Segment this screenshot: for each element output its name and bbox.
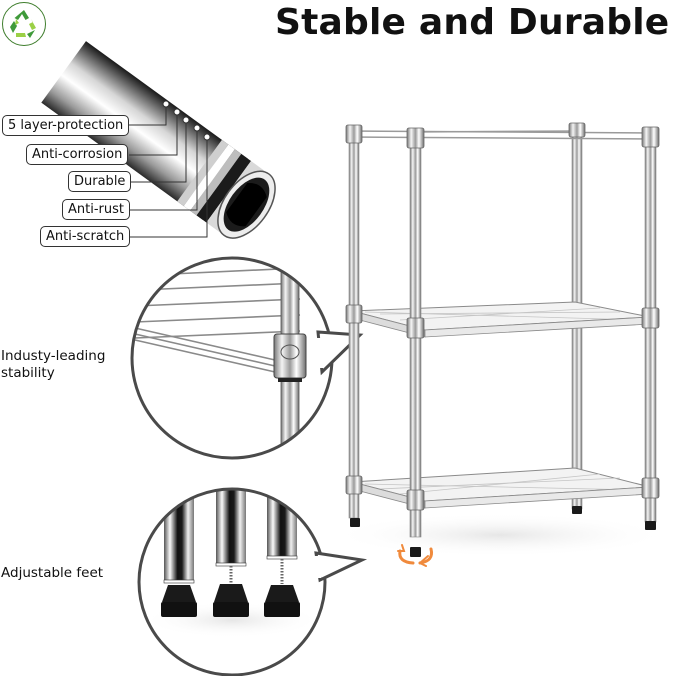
callout-5-layer-protection: 5 layer-protection: [2, 115, 130, 136]
feature-adjustable-feet: Adjustable feet: [1, 565, 104, 581]
callout-durable: Durable: [68, 171, 132, 192]
callout-anti-scratch: Anti-scratch: [40, 226, 131, 247]
feature-stability-line1: Industy-leading: [1, 348, 106, 364]
wire-shelving-unit: [330, 122, 670, 567]
feature-stability: Industy-leading stability: [1, 348, 105, 382]
rotate-adjust-icon: [397, 544, 433, 567]
page-title: Stable and Durable: [275, 2, 670, 43]
feature-stability-line2: stability: [1, 365, 55, 381]
recycle-icon: [10, 10, 36, 38]
callout-anti-corrosion: Anti-corrosion: [26, 144, 129, 165]
callout-anti-rust: Anti-rust: [62, 199, 130, 220]
feet-zoom-bubble: [137, 487, 368, 676]
stability-zoom-bubble: [130, 256, 364, 460]
recycle-badge: [2, 2, 46, 46]
tube-cross-section: [41, 41, 276, 239]
